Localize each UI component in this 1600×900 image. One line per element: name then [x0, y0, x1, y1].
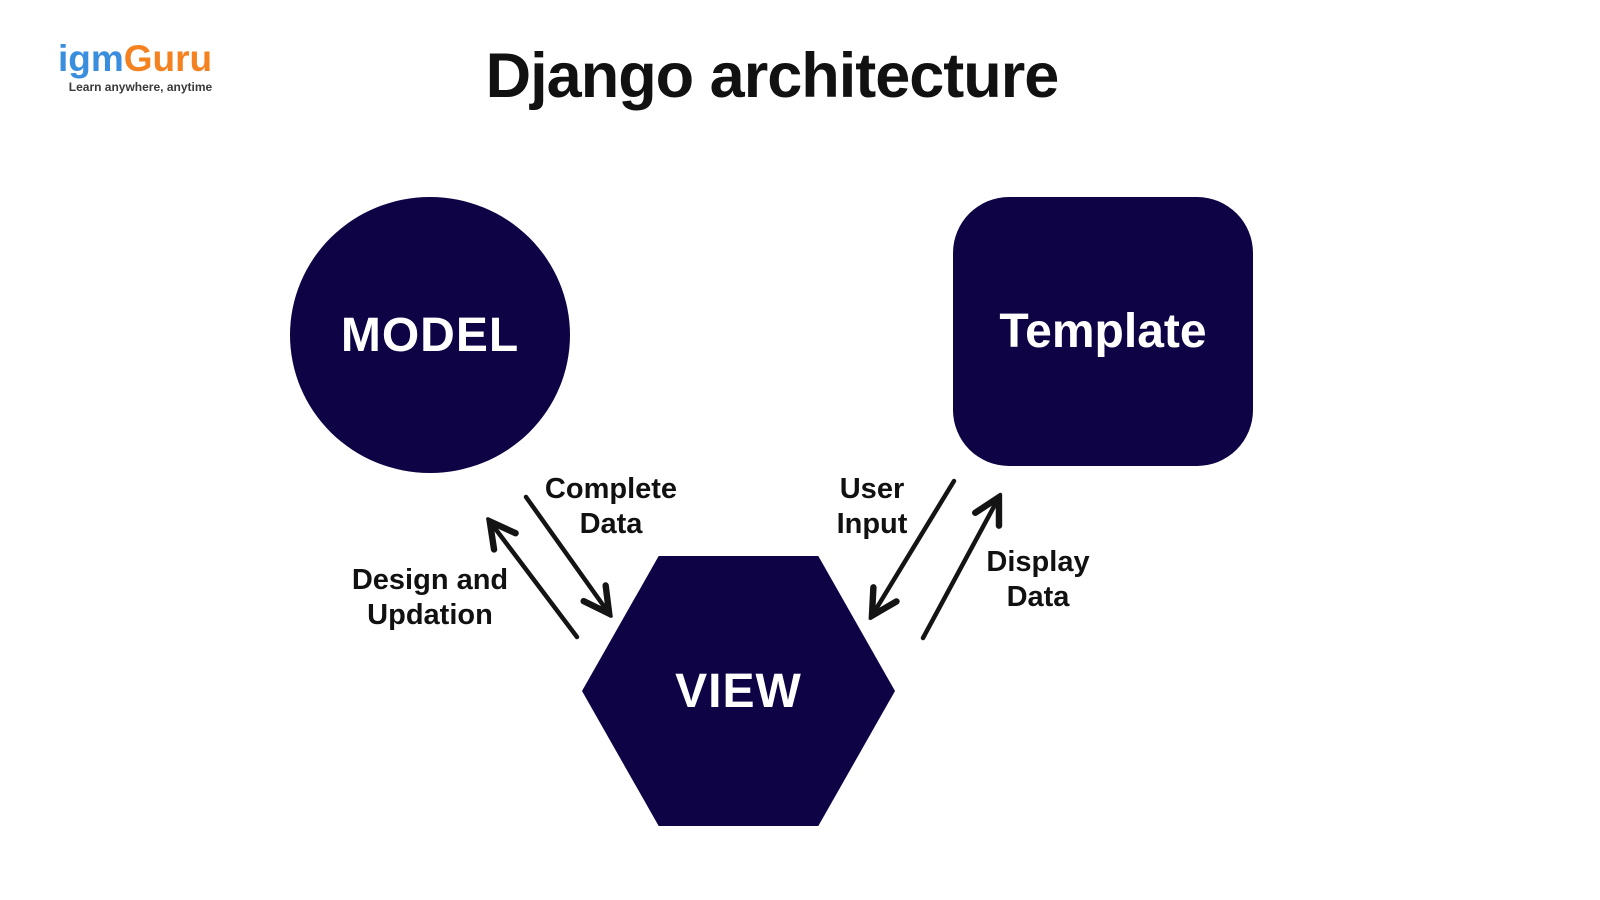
edge-label-design-updation-line2: Updation [367, 599, 493, 631]
template-label: Template [999, 305, 1207, 358]
page-title: Django architecture [485, 41, 1060, 111]
logo-wordmark: igmGuru [58, 40, 212, 77]
edge-label-user-input-line2: Input [836, 508, 908, 540]
edge-label-design-updation-line1: Design and [351, 564, 509, 596]
igmguru-logo: igmGuru Learn anywhere, anytime [58, 40, 212, 94]
edge-label-display-data-line1: Display [986, 546, 1090, 578]
view-label: VIEW [675, 664, 802, 718]
edge-label-display-data: Display Data [986, 545, 1089, 615]
logo-tagline: Learn anywhere, anytime [68, 80, 213, 94]
model-label: MODEL [340, 308, 520, 362]
logo-text-guru: Guru [123, 38, 213, 79]
view-node: VIEW [582, 556, 895, 826]
edge-label-display-data-line2: Data [1006, 581, 1070, 613]
edge-label-complete-data: Complete Data [545, 472, 677, 542]
logo-text-igm: igm [58, 38, 124, 79]
edge-label-complete-data-line1: Complete [544, 473, 678, 505]
edge-label-design-updation: Design and Updation [352, 563, 508, 633]
edge-label-user-input: User Input [837, 472, 908, 542]
template-node: Template [953, 197, 1253, 466]
edge-label-complete-data-line2: Data [579, 508, 643, 540]
model-node: MODEL [290, 197, 570, 473]
edge-label-user-input-line1: User [839, 473, 905, 505]
